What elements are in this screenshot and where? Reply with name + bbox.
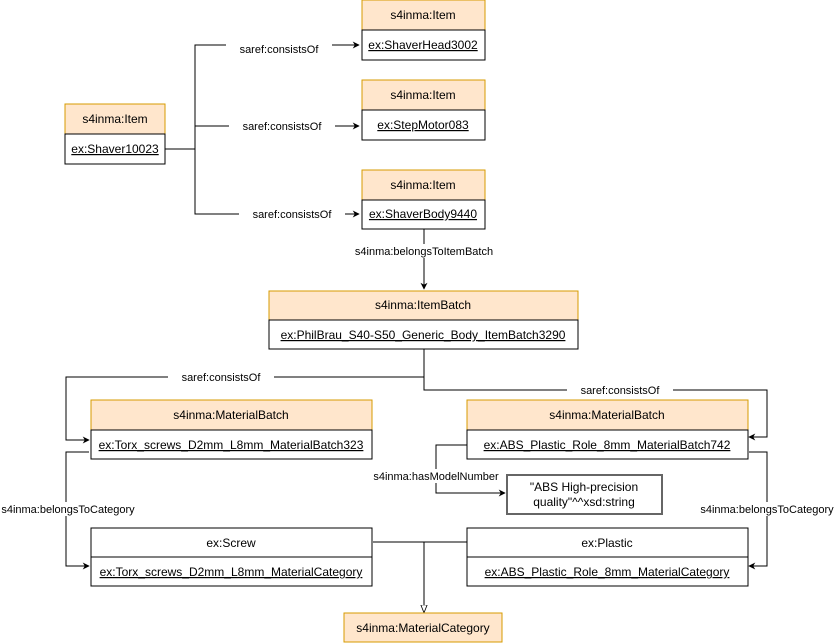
node-motor-id: ex:StepMotor083 bbox=[377, 118, 469, 132]
node-screw: ex:Screw ex:Torx_screws_D2mm_L8mm_Materi… bbox=[90, 527, 373, 587]
edge-consists-head bbox=[165, 41, 360, 150]
node-motor-type: s4inma:Item bbox=[390, 88, 455, 102]
node-plasticbatch-id: ex:ABS_Plastic_Role_8mm_MaterialBatch742 bbox=[484, 438, 731, 452]
node-screw-id: ex:Torx_screws_D2mm_L8mm_MaterialCategor… bbox=[100, 565, 363, 579]
node-item-batch: s4inma:ItemBatch ex:PhilBrau_S40-S50_Gen… bbox=[268, 290, 579, 350]
edge-label-model-number: s4inma:hasModelNumber bbox=[373, 471, 499, 483]
node-head-type: s4inma:Item bbox=[390, 8, 455, 22]
node-body-type: s4inma:Item bbox=[390, 178, 455, 192]
node-step-motor: s4inma:Item ex:StepMotor083 bbox=[361, 79, 486, 141]
edge-consists-screws bbox=[65, 349, 425, 444]
node-body-id: ex:ShaverBody9440 bbox=[369, 207, 477, 221]
node-screws-batch: s4inma:MaterialBatch ex:Torx_screws_D2mm… bbox=[90, 399, 373, 460]
literal-line-1: "ABS High-precision bbox=[530, 480, 638, 494]
node-batch-id: ex:PhilBrau_S40-S50_Generic_Body_ItemBat… bbox=[281, 328, 566, 342]
node-shaver-body: s4inma:Item ex:ShaverBody9440 bbox=[361, 169, 486, 230]
node-screw-type: ex:Screw bbox=[206, 536, 256, 550]
edge-consists-plastic bbox=[423, 377, 768, 441]
edge-consists-body bbox=[194, 149, 360, 218]
node-batch-type: s4inma:ItemBatch bbox=[375, 298, 471, 312]
node-plastic-batch: s4inma:MaterialBatch ex:ABS_Plastic_Role… bbox=[466, 399, 749, 460]
node-shaver: s4inma:Item ex:Shaver10023 bbox=[64, 103, 166, 165]
edge-label-belongs-cat-right: s4inma:belongsToCategory bbox=[700, 504, 834, 516]
edge-label-consists-plastic: saref:consistsOf bbox=[581, 385, 661, 397]
node-literal: "ABS High-precision quality"^^xsd:string bbox=[506, 474, 663, 515]
node-head-id: ex:ShaverHead3002 bbox=[368, 38, 478, 52]
node-shaver-head: s4inma:Item ex:ShaverHead3002 bbox=[361, 0, 486, 61]
literal-line-2: quality"^^xsd:string bbox=[533, 495, 635, 509]
node-shaver-type: s4inma:Item bbox=[82, 112, 147, 126]
node-plasticbatch-type: s4inma:MaterialBatch bbox=[549, 408, 664, 422]
edge-label-belongs-cat-left: s4inma:belongsToCategory bbox=[1, 504, 135, 516]
edge-label-consists-body: saref:consistsOf bbox=[253, 209, 333, 221]
node-material-category: s4inma:MaterialCategory bbox=[343, 612, 503, 643]
node-screws-id: ex:Torx_screws_D2mm_L8mm_MaterialBatch32… bbox=[99, 438, 364, 452]
edge-label-consists-screws: saref:consistsOf bbox=[182, 372, 262, 384]
node-category-type: s4inma:MaterialCategory bbox=[356, 621, 489, 635]
edge-label-belongs-batch: s4inma:belongsToItemBatch bbox=[355, 246, 493, 258]
node-plastic-id: ex:ABS_Plastic_Role_8mm_MaterialCategory bbox=[485, 565, 730, 579]
edge-label-consists-motor: saref:consistsOf bbox=[243, 121, 323, 133]
edge-label-consists-head: saref:consistsOf bbox=[240, 44, 320, 56]
node-screws-type: s4inma:MaterialBatch bbox=[173, 408, 288, 422]
node-shaver-id: ex:Shaver10023 bbox=[71, 142, 159, 156]
edge-labels: saref:consistsOf saref:consistsOf saref:… bbox=[1, 42, 834, 516]
node-plastic-type: ex:Plastic bbox=[581, 536, 632, 550]
node-plastic: ex:Plastic ex:ABS_Plastic_Role_8mm_Mater… bbox=[466, 527, 749, 587]
